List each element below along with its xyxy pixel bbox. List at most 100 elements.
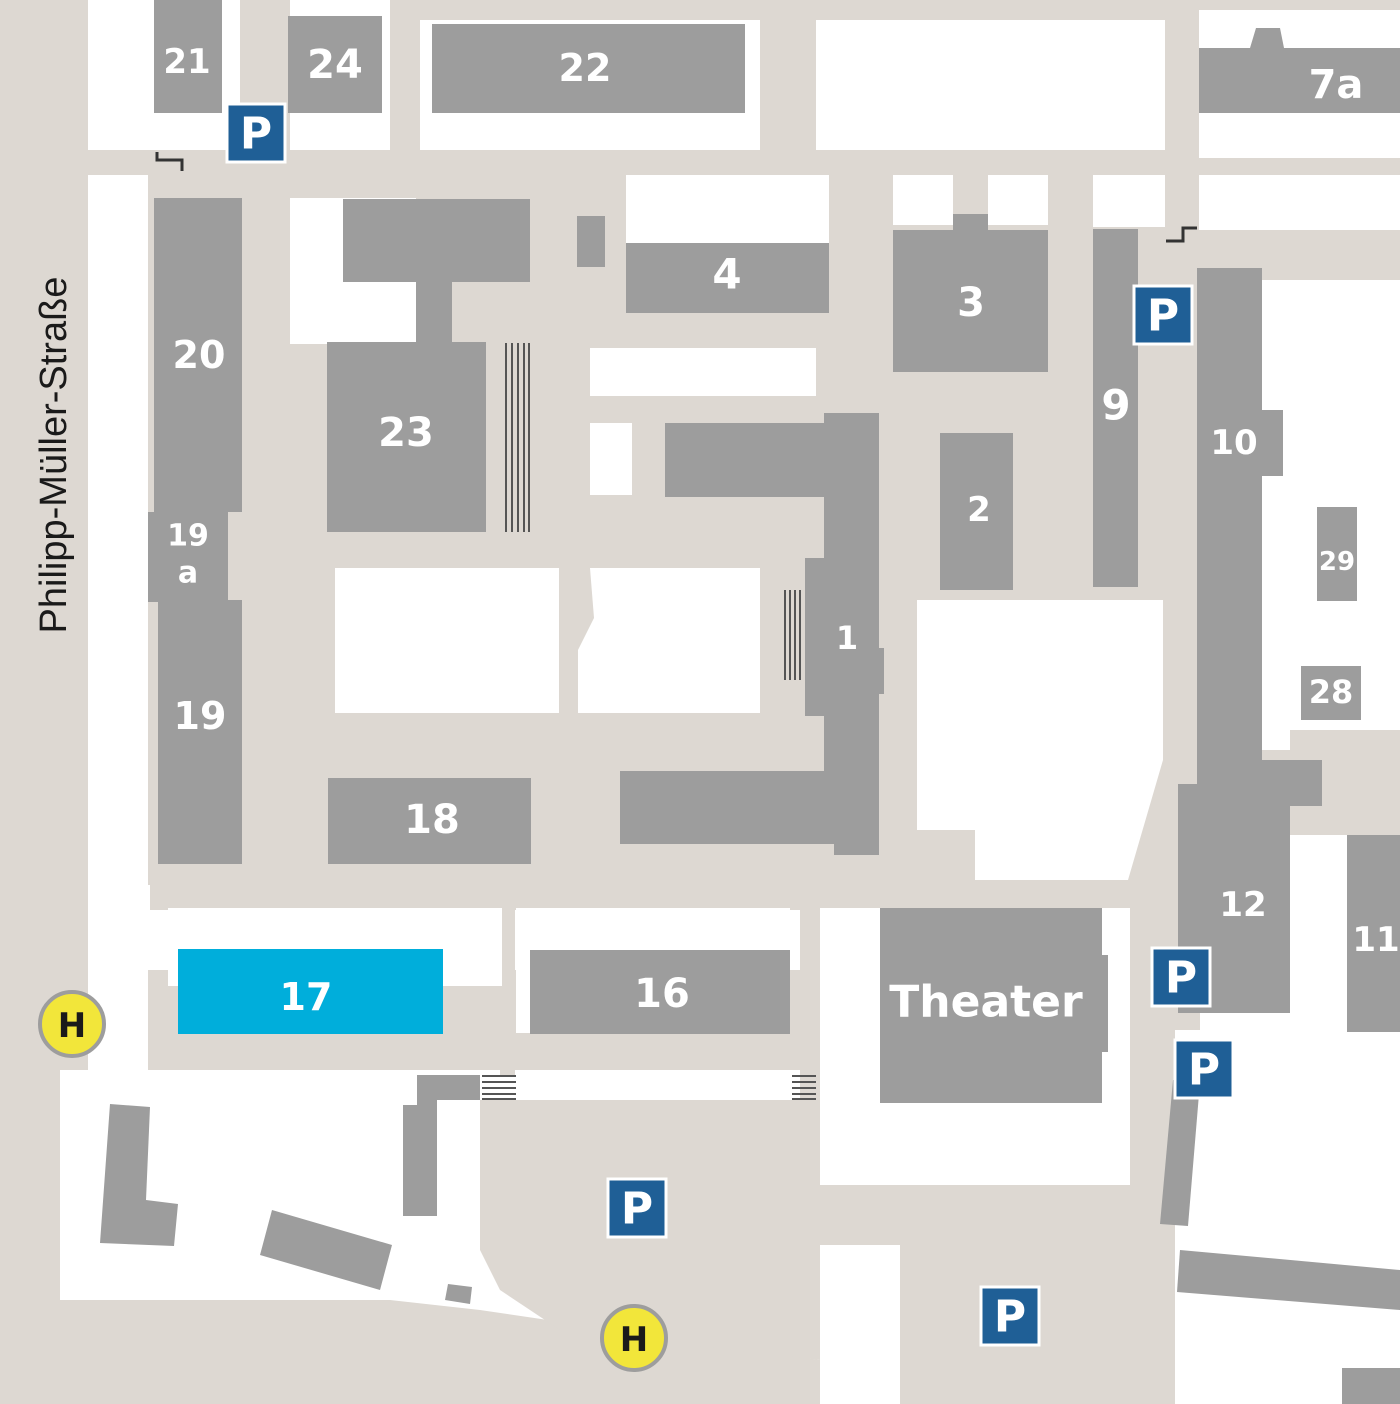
parking-icon[interactable]: P <box>979 1285 1041 1347</box>
yard-small <box>590 423 632 495</box>
yard-center-mid <box>578 568 760 713</box>
label-21: 21 <box>163 42 210 82</box>
street-label: Philipp-Müller-Straße <box>33 277 75 634</box>
label-7a: 7a <box>1309 62 1364 108</box>
stairs-1 <box>784 590 801 680</box>
yard-3-top-b <box>988 175 1048 225</box>
building-24[interactable] <box>288 16 382 113</box>
building-corner <box>1342 1368 1400 1404</box>
svg-text:P: P <box>1147 291 1179 342</box>
parking-markers: P P P P P P <box>225 102 1235 1347</box>
svg-text:H: H <box>620 1320 648 1360</box>
parking-icon[interactable]: P <box>225 102 287 164</box>
label-1: 1 <box>836 619 858 657</box>
yard-10-top <box>1199 175 1400 230</box>
building-29[interactable] <box>1317 507 1357 601</box>
svg-text:P: P <box>994 1292 1026 1343</box>
buildings <box>100 0 1400 1404</box>
building-21[interactable] <box>154 0 222 113</box>
label-9: 9 <box>1101 381 1130 430</box>
label-20: 20 <box>173 333 226 377</box>
svg-text:H: H <box>58 1006 86 1046</box>
building-1[interactable] <box>620 413 884 855</box>
label-11: 11 <box>1352 920 1399 960</box>
building-9[interactable] <box>1093 229 1138 587</box>
label-2: 2 <box>967 490 991 530</box>
bus-stop-markers: H H <box>38 990 668 1372</box>
svg-text:P: P <box>1188 1045 1220 1096</box>
yard-far-right-3 <box>1290 835 1350 1035</box>
building-22[interactable] <box>432 24 745 113</box>
building-south-l <box>100 1104 178 1246</box>
building-4[interactable] <box>626 243 829 313</box>
yard-east <box>917 600 1163 880</box>
bus-stop-icon[interactable]: H <box>38 990 106 1058</box>
label-19a-letter: a <box>178 556 198 591</box>
label-24: 24 <box>307 42 363 88</box>
parking-icon[interactable]: P <box>1150 946 1212 1008</box>
building-3[interactable] <box>893 214 1048 372</box>
yard-strip <box>590 348 816 396</box>
building-19[interactable] <box>158 600 242 864</box>
building-17[interactable] <box>178 949 443 1034</box>
south-band <box>150 885 1130 910</box>
label-17: 17 <box>280 975 333 1019</box>
road-top-mid <box>390 0 420 150</box>
building-kiosk[interactable] <box>577 216 605 267</box>
building-19a[interactable] <box>148 512 228 602</box>
building-east-slant <box>1160 1080 1200 1226</box>
parking-icon[interactable]: P <box>606 1177 668 1239</box>
south-link <box>800 905 820 1105</box>
yard-3-top-a <box>893 175 953 225</box>
building-23[interactable] <box>327 199 530 532</box>
gates <box>155 152 1197 243</box>
label-3: 3 <box>957 280 985 326</box>
bus-stop-icon[interactable]: H <box>600 1304 668 1372</box>
stairs-south-a <box>482 1075 516 1100</box>
gate-left <box>155 152 184 171</box>
parking-icon[interactable]: P <box>1132 284 1194 346</box>
yard-south-strip <box>532 1075 792 1099</box>
road-top-band <box>380 0 1400 20</box>
building-10-12[interactable] <box>1178 268 1322 1013</box>
building-south-slant <box>260 1210 392 1290</box>
building-2[interactable] <box>940 433 1013 590</box>
south-mid-path <box>500 905 515 1075</box>
yard-9-top <box>1093 175 1165 227</box>
yard-4-top <box>626 175 829 243</box>
building-south-annex <box>403 1075 480 1216</box>
gate-right <box>1166 226 1197 243</box>
label-4: 4 <box>712 250 741 299</box>
building-east-bottom <box>1177 1250 1400 1310</box>
svg-text:P: P <box>240 109 272 160</box>
building-20[interactable] <box>154 198 242 512</box>
road-theater-south <box>820 1185 1130 1245</box>
road-top-right <box>1165 0 1199 175</box>
building-south-small <box>445 1284 472 1304</box>
yard-far-right-2 <box>1325 280 1400 730</box>
building-11[interactable] <box>1347 835 1400 1032</box>
stairs-south-b <box>792 1075 816 1100</box>
road-top-mid2 <box>760 0 816 150</box>
stairs-23 <box>505 343 530 532</box>
label-23: 23 <box>378 410 434 456</box>
label-29: 29 <box>1319 547 1355 577</box>
yard-top-4 <box>816 22 1165 150</box>
label-18: 18 <box>404 797 460 843</box>
label-19: 19 <box>174 694 227 738</box>
building-theater[interactable] <box>880 908 1108 1103</box>
building-18[interactable] <box>328 778 531 864</box>
parking-icon[interactable]: P <box>1173 1038 1235 1100</box>
label-theater: Theater <box>889 977 1083 1028</box>
svg-text:P: P <box>621 1184 653 1235</box>
yard-right-gap <box>1262 280 1290 750</box>
label-22: 22 <box>559 46 612 90</box>
building-16[interactable] <box>530 950 790 1034</box>
label-28: 28 <box>1309 673 1354 711</box>
building-28[interactable] <box>1301 666 1361 720</box>
yard-left-street <box>88 175 148 1215</box>
label-16: 16 <box>634 971 690 1017</box>
label-12: 12 <box>1219 885 1266 925</box>
building-7a[interactable] <box>1199 28 1400 113</box>
